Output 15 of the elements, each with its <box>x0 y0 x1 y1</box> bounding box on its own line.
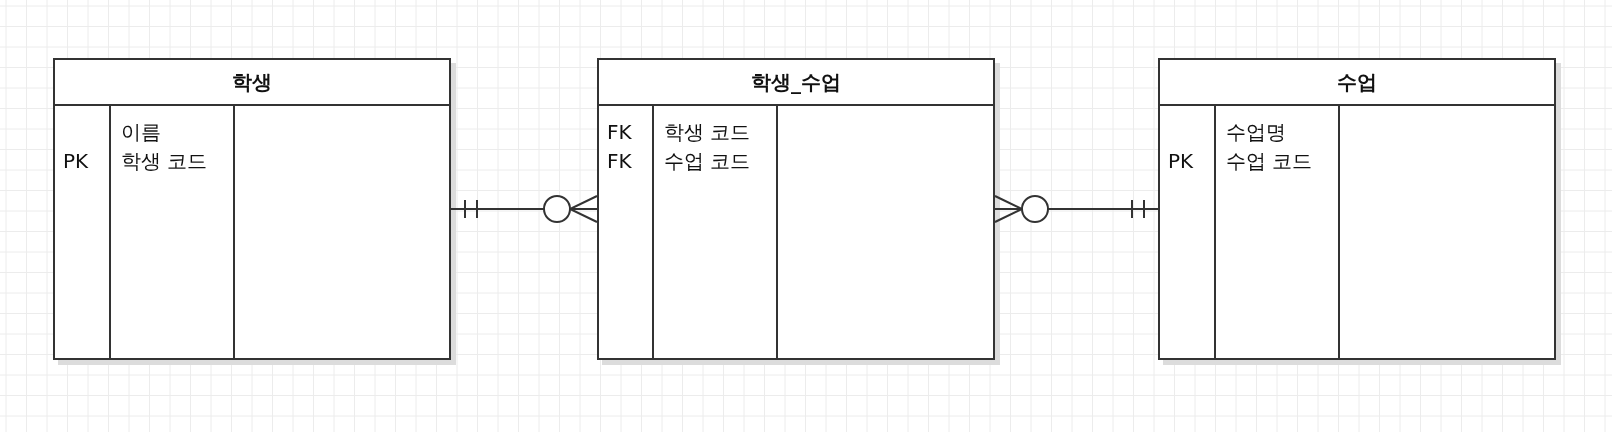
table-header: 학생 <box>55 60 449 106</box>
attribute-name: 수업 코드 <box>1226 148 1314 175</box>
key-label: FK <box>607 119 633 146</box>
key-label: FK <box>607 148 633 175</box>
attribute-name: 학생 코드 <box>664 119 752 146</box>
key-label: PK <box>63 148 90 175</box>
attribute-name: 수업명 <box>1226 119 1287 146</box>
relationship-line <box>450 195 598 223</box>
attribute-name: 이름 <box>121 119 162 146</box>
key-label: PK <box>1168 148 1195 175</box>
table-header: 학생_수업 <box>599 60 993 106</box>
table-header: 수업 <box>1160 60 1554 106</box>
relationship-line <box>994 195 1159 223</box>
attribute-name: 수업 코드 <box>664 148 752 175</box>
attribute-name: 학생 코드 <box>121 148 209 175</box>
